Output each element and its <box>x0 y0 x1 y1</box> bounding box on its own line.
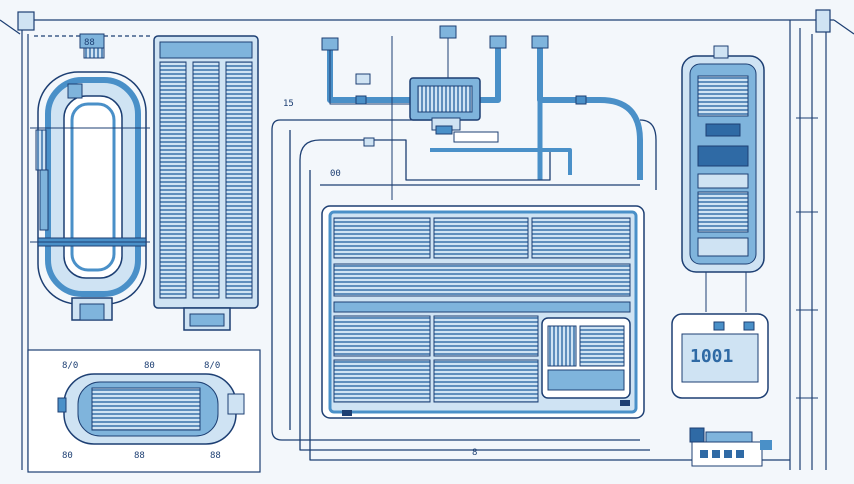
top-left-tag-label: 88 <box>84 38 95 48</box>
top-left-tag: 88 <box>79 33 105 59</box>
valve-group <box>321 25 587 147</box>
inset-label-bl: 80 <box>62 451 73 461</box>
heat-exchanger <box>321 205 645 419</box>
mid-mark: 00 <box>330 169 341 179</box>
fan-coil-unit <box>30 71 150 321</box>
inset-label-bm: 88 <box>134 451 145 461</box>
inset-panel: 8/0 80 8/0 80 88 88 <box>27 349 261 473</box>
filter-stack <box>153 35 259 331</box>
control-module: 1001 <box>671 313 769 399</box>
inset-label-right: 8/0 <box>204 361 220 371</box>
inset-label-left: 8/0 <box>62 361 78 371</box>
left-mark: 15 <box>283 99 294 109</box>
bottom-center-mark: 8 <box>472 448 477 458</box>
pump-unit <box>409 77 499 143</box>
right-ticks <box>796 117 818 399</box>
outer-frame <box>0 9 854 470</box>
control-panel <box>681 45 765 312</box>
pipe-network <box>271 36 790 461</box>
inset-label-br: 88 <box>210 451 221 461</box>
control-module-text: 1001 <box>690 346 733 367</box>
inset-label-mid: 80 <box>144 361 155 371</box>
terminal-block <box>689 427 772 467</box>
